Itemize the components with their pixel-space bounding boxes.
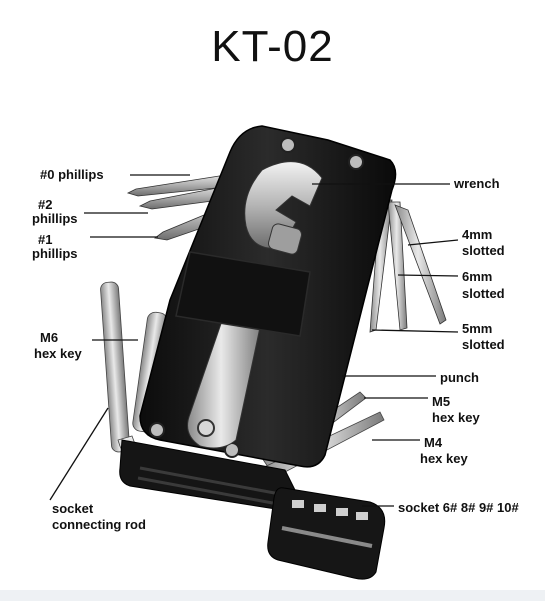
label-sockets: socket 6# 8# 9# 10# — [398, 500, 519, 515]
label-m4-hex-key: hex key — [420, 451, 468, 466]
tool-body — [119, 125, 397, 511]
label-phillips-2-text: phillips — [32, 211, 78, 226]
label-5mm-slotted: slotted — [462, 337, 505, 352]
label-m4: M4 — [424, 435, 443, 450]
label-6mm: 6mm — [462, 269, 493, 284]
label-phillips-1-text: phillips — [32, 246, 78, 261]
bottom-strip — [0, 590, 545, 601]
label-phillips-0: #0 phillips — [40, 167, 104, 182]
label-m6-hex-key: hex key — [34, 346, 82, 361]
label-4mm-slotted: slotted — [462, 243, 505, 258]
leader-lines — [49, 174, 459, 507]
label-m5-hex-key: hex key — [432, 410, 480, 425]
product-title: KT-02 — [211, 22, 334, 71]
label-m6: M6 — [40, 330, 59, 345]
label-4mm: 4mm — [462, 227, 493, 242]
label-phillips-1-number: #1 — [38, 232, 53, 247]
label-wrench: wrench — [454, 176, 500, 191]
label-m5: M5 — [432, 394, 451, 409]
label-connecting-rod: connecting rod — [52, 517, 146, 532]
label-5mm: 5mm — [462, 321, 493, 336]
label-punch: punch — [440, 370, 479, 385]
label-socket: socket — [52, 501, 94, 516]
label-6mm-slotted: slotted — [462, 286, 505, 301]
label-phillips-2-number: #2 — [38, 197, 53, 212]
socket-set — [267, 487, 386, 580]
